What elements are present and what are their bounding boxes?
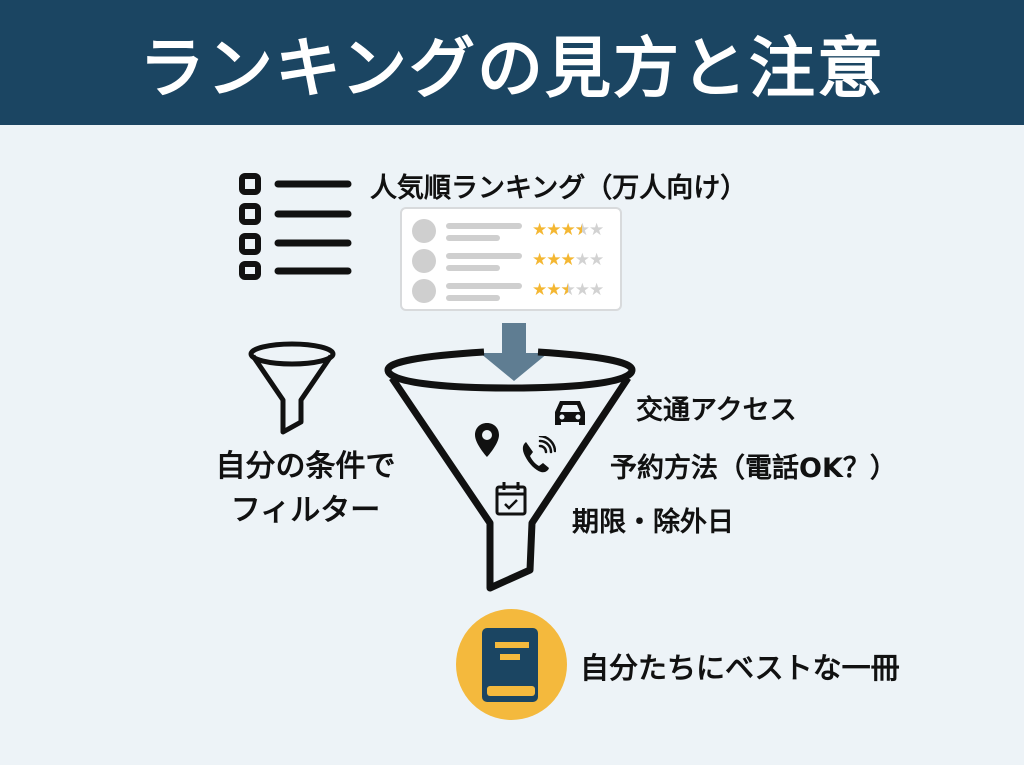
criterion-dates: 期限・除外日 bbox=[572, 507, 734, 538]
result-badge bbox=[456, 609, 567, 720]
star-rating: ★★★★★ bbox=[532, 250, 604, 270]
star-icon: ★ bbox=[532, 280, 547, 300]
location-pin-icon bbox=[475, 423, 499, 457]
result-label: 自分たちにベストな一冊 bbox=[580, 651, 900, 685]
criterion-reservation: 予約方法（電話OK？） bbox=[610, 453, 897, 484]
filter-label: 自分の条件で フィルター bbox=[208, 445, 403, 533]
empty-star-icon: ★ bbox=[589, 280, 604, 300]
filter-label-line2: フィルター bbox=[230, 493, 381, 528]
filter-label-line1: 自分の条件で bbox=[215, 449, 396, 484]
half-star-icon: ★ bbox=[575, 220, 590, 240]
avatar-placeholder bbox=[412, 249, 436, 273]
star-icon: ★ bbox=[560, 250, 576, 270]
star-rating: ★★★★★ bbox=[532, 220, 604, 240]
page-title: ランキングの見方と注意 bbox=[138, 29, 886, 107]
header-banner: ランキングの見方と注意 bbox=[0, 0, 1024, 125]
empty-star-icon: ★ bbox=[589, 250, 604, 270]
ranking-title: 人気順ランキング（万人向け） bbox=[370, 173, 748, 204]
ranking-row: ★★★★★ bbox=[412, 217, 612, 243]
empty-star-icon: ★ bbox=[574, 280, 590, 300]
star-icon: ★ bbox=[546, 280, 561, 300]
down-arrow-icon bbox=[480, 323, 548, 381]
star-icon: ★ bbox=[532, 220, 547, 240]
star-icon: ★ bbox=[546, 220, 561, 240]
text-placeholder bbox=[446, 265, 500, 271]
phone-icon bbox=[522, 436, 556, 473]
ranking-card: ★★★★★ ★★★★★ ★★★★★ bbox=[400, 207, 622, 311]
empty-star-icon: ★ bbox=[589, 220, 604, 240]
ranking-row: ★★★★★ bbox=[412, 277, 612, 303]
criterion-access: 交通アクセス bbox=[636, 395, 797, 426]
text-placeholder bbox=[446, 235, 500, 241]
star-icon: ★ bbox=[560, 220, 576, 240]
list-icon bbox=[239, 173, 352, 280]
avatar-placeholder bbox=[412, 219, 436, 243]
large-funnel-icon bbox=[384, 323, 636, 592]
book-icon bbox=[482, 628, 538, 702]
star-rating: ★★★★★ bbox=[532, 280, 604, 300]
ranking-row: ★★★★★ bbox=[412, 247, 612, 273]
star-icon: ★ bbox=[546, 250, 561, 270]
star-icon: ★ bbox=[532, 250, 547, 270]
text-placeholder bbox=[446, 283, 522, 289]
empty-star-icon: ★ bbox=[574, 250, 590, 270]
small-funnel-icon bbox=[248, 341, 336, 435]
avatar-placeholder bbox=[412, 279, 436, 303]
text-placeholder bbox=[446, 253, 522, 259]
text-placeholder bbox=[446, 223, 522, 229]
car-icon bbox=[555, 401, 585, 425]
calendar-check-icon bbox=[495, 482, 527, 516]
half-star-icon: ★ bbox=[561, 280, 576, 300]
text-placeholder bbox=[446, 295, 500, 301]
